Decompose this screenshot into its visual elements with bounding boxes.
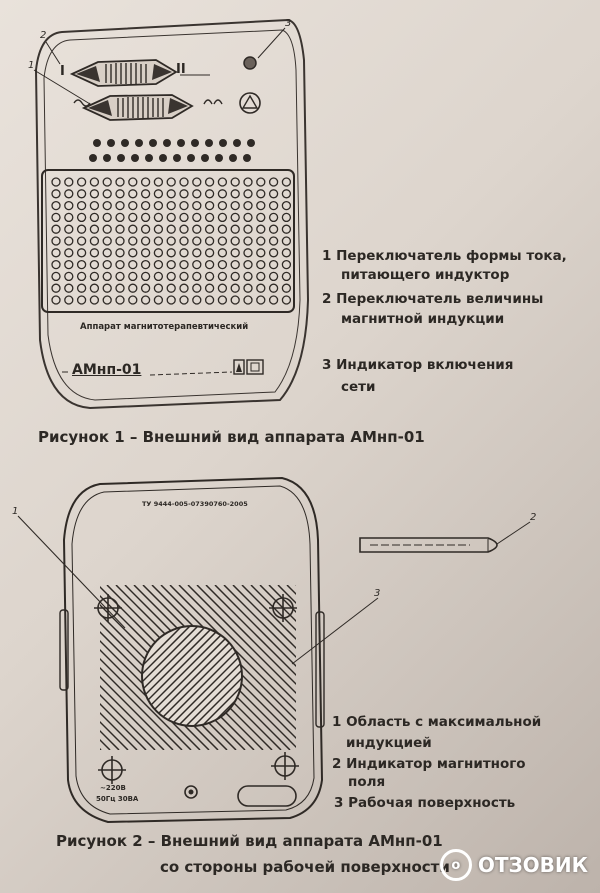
warning-mark-icon [233, 359, 245, 375]
fig2-legend-item-3: 3 Рабочая поверхность [334, 793, 515, 813]
device-outline [34, 18, 310, 410]
legend-num: 1 [332, 714, 342, 730]
legend-text: Область с максимальной [346, 714, 542, 730]
rating-line-1: ~220В [100, 784, 126, 792]
max-induction-area [141, 625, 243, 727]
magnet-warning-icon [239, 92, 261, 114]
fig1-legend-item-1: 1 Переключатель формы тока, [322, 246, 567, 266]
pulse-wave-icon [203, 99, 223, 105]
field-indicator-slot [237, 785, 297, 807]
fig2-caption-line-2: со стороны рабочей поверхности [160, 858, 450, 876]
fig1-legend-item-3-cont: сети [341, 379, 376, 395]
fig2-legend-item-2-cont: поля [348, 774, 386, 790]
class-mark-icon [246, 359, 264, 375]
power-indicator-icon [243, 56, 257, 70]
roman-one-label: I [60, 64, 65, 79]
spec-text: ТУ 9444-005-07390760-2005 [142, 500, 248, 508]
legend-text: Индикатор магнитного [346, 756, 526, 772]
fig2-callout-1: 1 [12, 506, 19, 517]
fig2-caption-line-1: Рисунок 2 – Внешний вид аппарата АМнп-01 [56, 832, 443, 850]
grille-holes [51, 177, 292, 305]
fig1-legend-item-2-cont: магнитной индукции [341, 311, 505, 327]
watermark-text: ОТЗОВИК [477, 853, 588, 877]
otzovik-logo-icon: о [439, 849, 472, 881]
fig2-callout-3: 3 [374, 588, 381, 599]
fig2-callout-2: 2 [530, 512, 537, 523]
legend-text: Переключатель формы тока, [336, 248, 567, 264]
fig2-legend-item-1: 1 Область с максимальной [332, 712, 541, 732]
device-inner-outline [43, 29, 301, 401]
legend-text: Переключатель величины [336, 291, 544, 307]
fig1-legend-item-1-cont: питающего индуктор [341, 267, 510, 283]
device-back-inner [71, 485, 315, 815]
otzovik-watermark: о ОТЗОВИК [439, 849, 588, 881]
device-back-outline [62, 476, 324, 824]
grille-panel [41, 169, 295, 313]
legend-num: 1 [322, 248, 332, 264]
fig1-callout-1: 1 [28, 60, 35, 71]
vent-dots [89, 139, 255, 162]
screw-icons [94, 594, 299, 784]
fig2-legend-item-1-cont: индукцией [346, 735, 432, 751]
fig1-caption: Рисунок 1 – Внешний вид аппарата АМнп-01 [38, 428, 425, 446]
legend-num: 3 [334, 795, 344, 811]
legend-num: 2 [322, 291, 332, 307]
model-label: АМнп-01 [72, 362, 142, 378]
sine-wave-icon [73, 99, 91, 107]
legend-text: Индикатор включения [336, 357, 514, 373]
device-label: Аппарат магнитотерапевтический [80, 322, 249, 332]
current-form-switch [69, 59, 210, 87]
fig1-legend-item-3: 3 Индикатор включения [322, 355, 513, 375]
fig2-legend-item-2: 2 Индикатор магнитного [332, 754, 526, 774]
magnetic-field-indicator [359, 537, 498, 553]
fig1-callout-3: 3 [285, 18, 292, 29]
legend-text: Рабочая поверхность [348, 795, 516, 811]
screw-small-icon [184, 785, 198, 799]
legend-num: 3 [322, 357, 332, 373]
rating-line-2: 50Гц 30ВА [96, 795, 139, 803]
legend-num: 2 [332, 756, 342, 772]
induction-switch [73, 94, 223, 121]
fig1-callout-2: 2 [40, 30, 47, 41]
roman-two-label: II [176, 62, 186, 77]
fig1-legend-item-2: 2 Переключатель величины [322, 289, 543, 309]
